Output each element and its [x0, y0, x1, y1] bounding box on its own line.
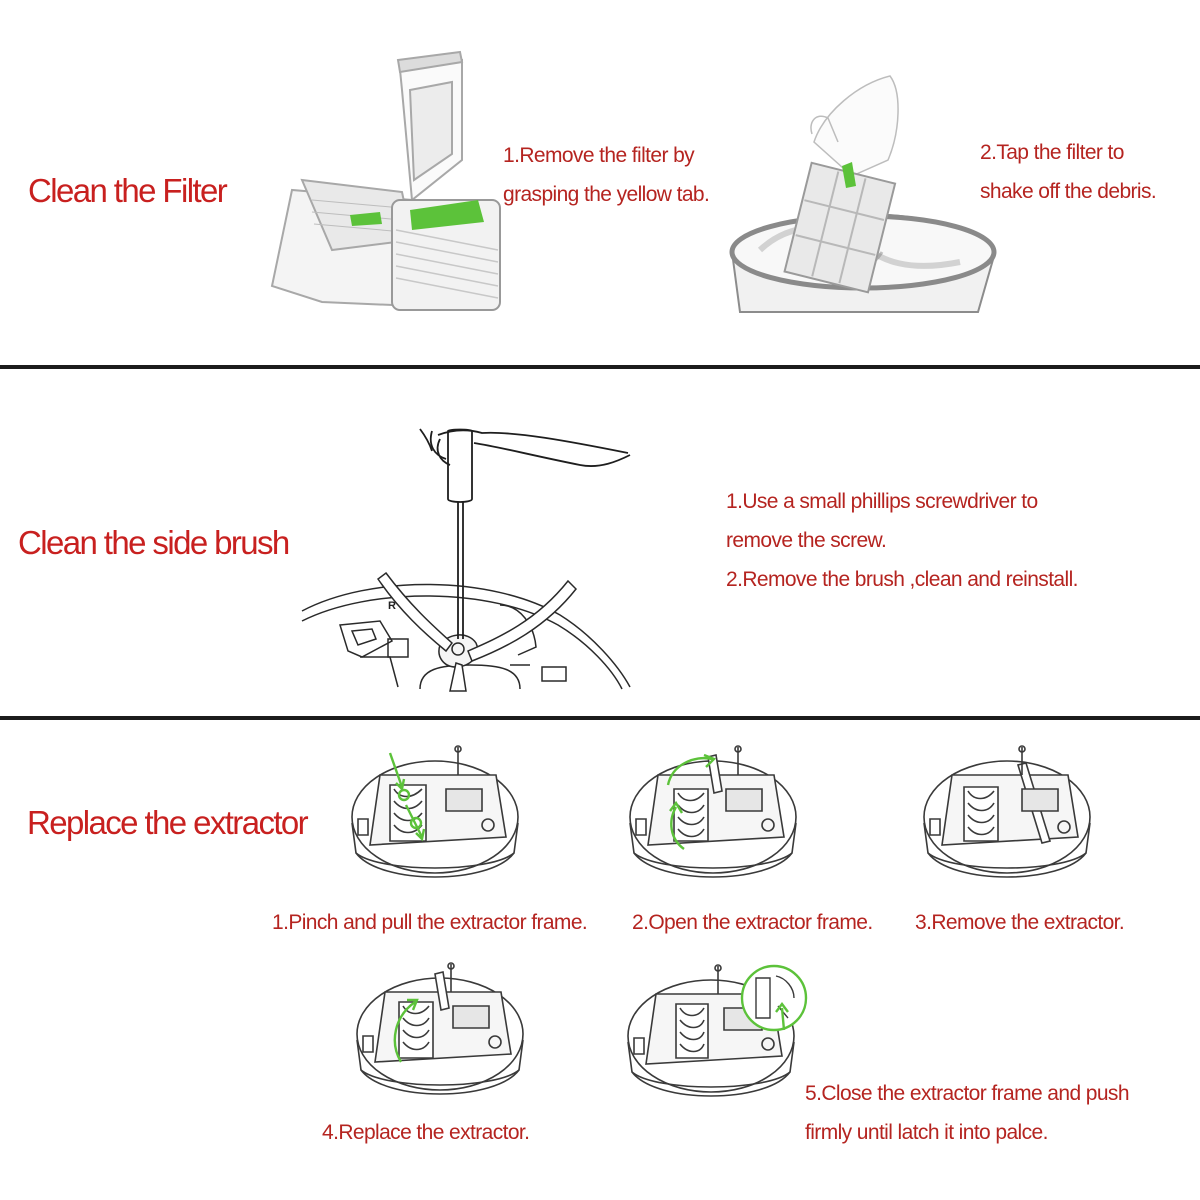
robot-vacuum-illustration [350, 745, 520, 890]
side-brush-step1-line1: 1.Use a small phillips screwdriver to [726, 490, 1038, 513]
filter-heading: Clean the Filter [28, 172, 228, 209]
section-divider-1 [0, 365, 1200, 369]
extractor-heading: Replace the extractor [27, 804, 309, 841]
extractor-step5-line1: 5.Close the extractor frame and push [805, 1082, 1130, 1105]
side-brush-step2: 2.Remove the brush ,clean and reinstall. [726, 568, 1078, 591]
filter-step1-line1: 1.Remove the filter by [503, 144, 695, 167]
filter-step1-line2: grasping the yellow tab. [503, 183, 710, 206]
robot-vacuum-illustration [355, 962, 525, 1107]
brush-r-mark: R [388, 600, 396, 612]
trash-bin-illustration [720, 72, 1000, 317]
extractor-step3: 3.Remove the extractor. [915, 911, 1125, 934]
side-brush-step1-line2: remove the screw. [726, 529, 887, 552]
robot-vacuum-illustration [922, 745, 1092, 890]
extractor-step1: 1.Pinch and pull the extractor frame. [272, 911, 588, 934]
extractor-step2: 2.Open the extractor frame. [632, 911, 873, 934]
screwdriver-illustration: R [300, 425, 636, 691]
extractor-step4: 4.Replace the extractor. [322, 1121, 530, 1144]
robot-bin-illustration [262, 50, 502, 310]
extractor-step5-line2: firmly until latch it into palce. [805, 1121, 1048, 1144]
filter-step2-line2: shake off the debris. [980, 180, 1157, 203]
robot-vacuum-illustration [626, 962, 810, 1107]
side-brush-heading: Clean the side brush [18, 524, 290, 561]
section-divider-2 [0, 716, 1200, 720]
filter-step2-line1: 2.Tap the filter to [980, 141, 1124, 164]
robot-vacuum-illustration [628, 745, 798, 890]
